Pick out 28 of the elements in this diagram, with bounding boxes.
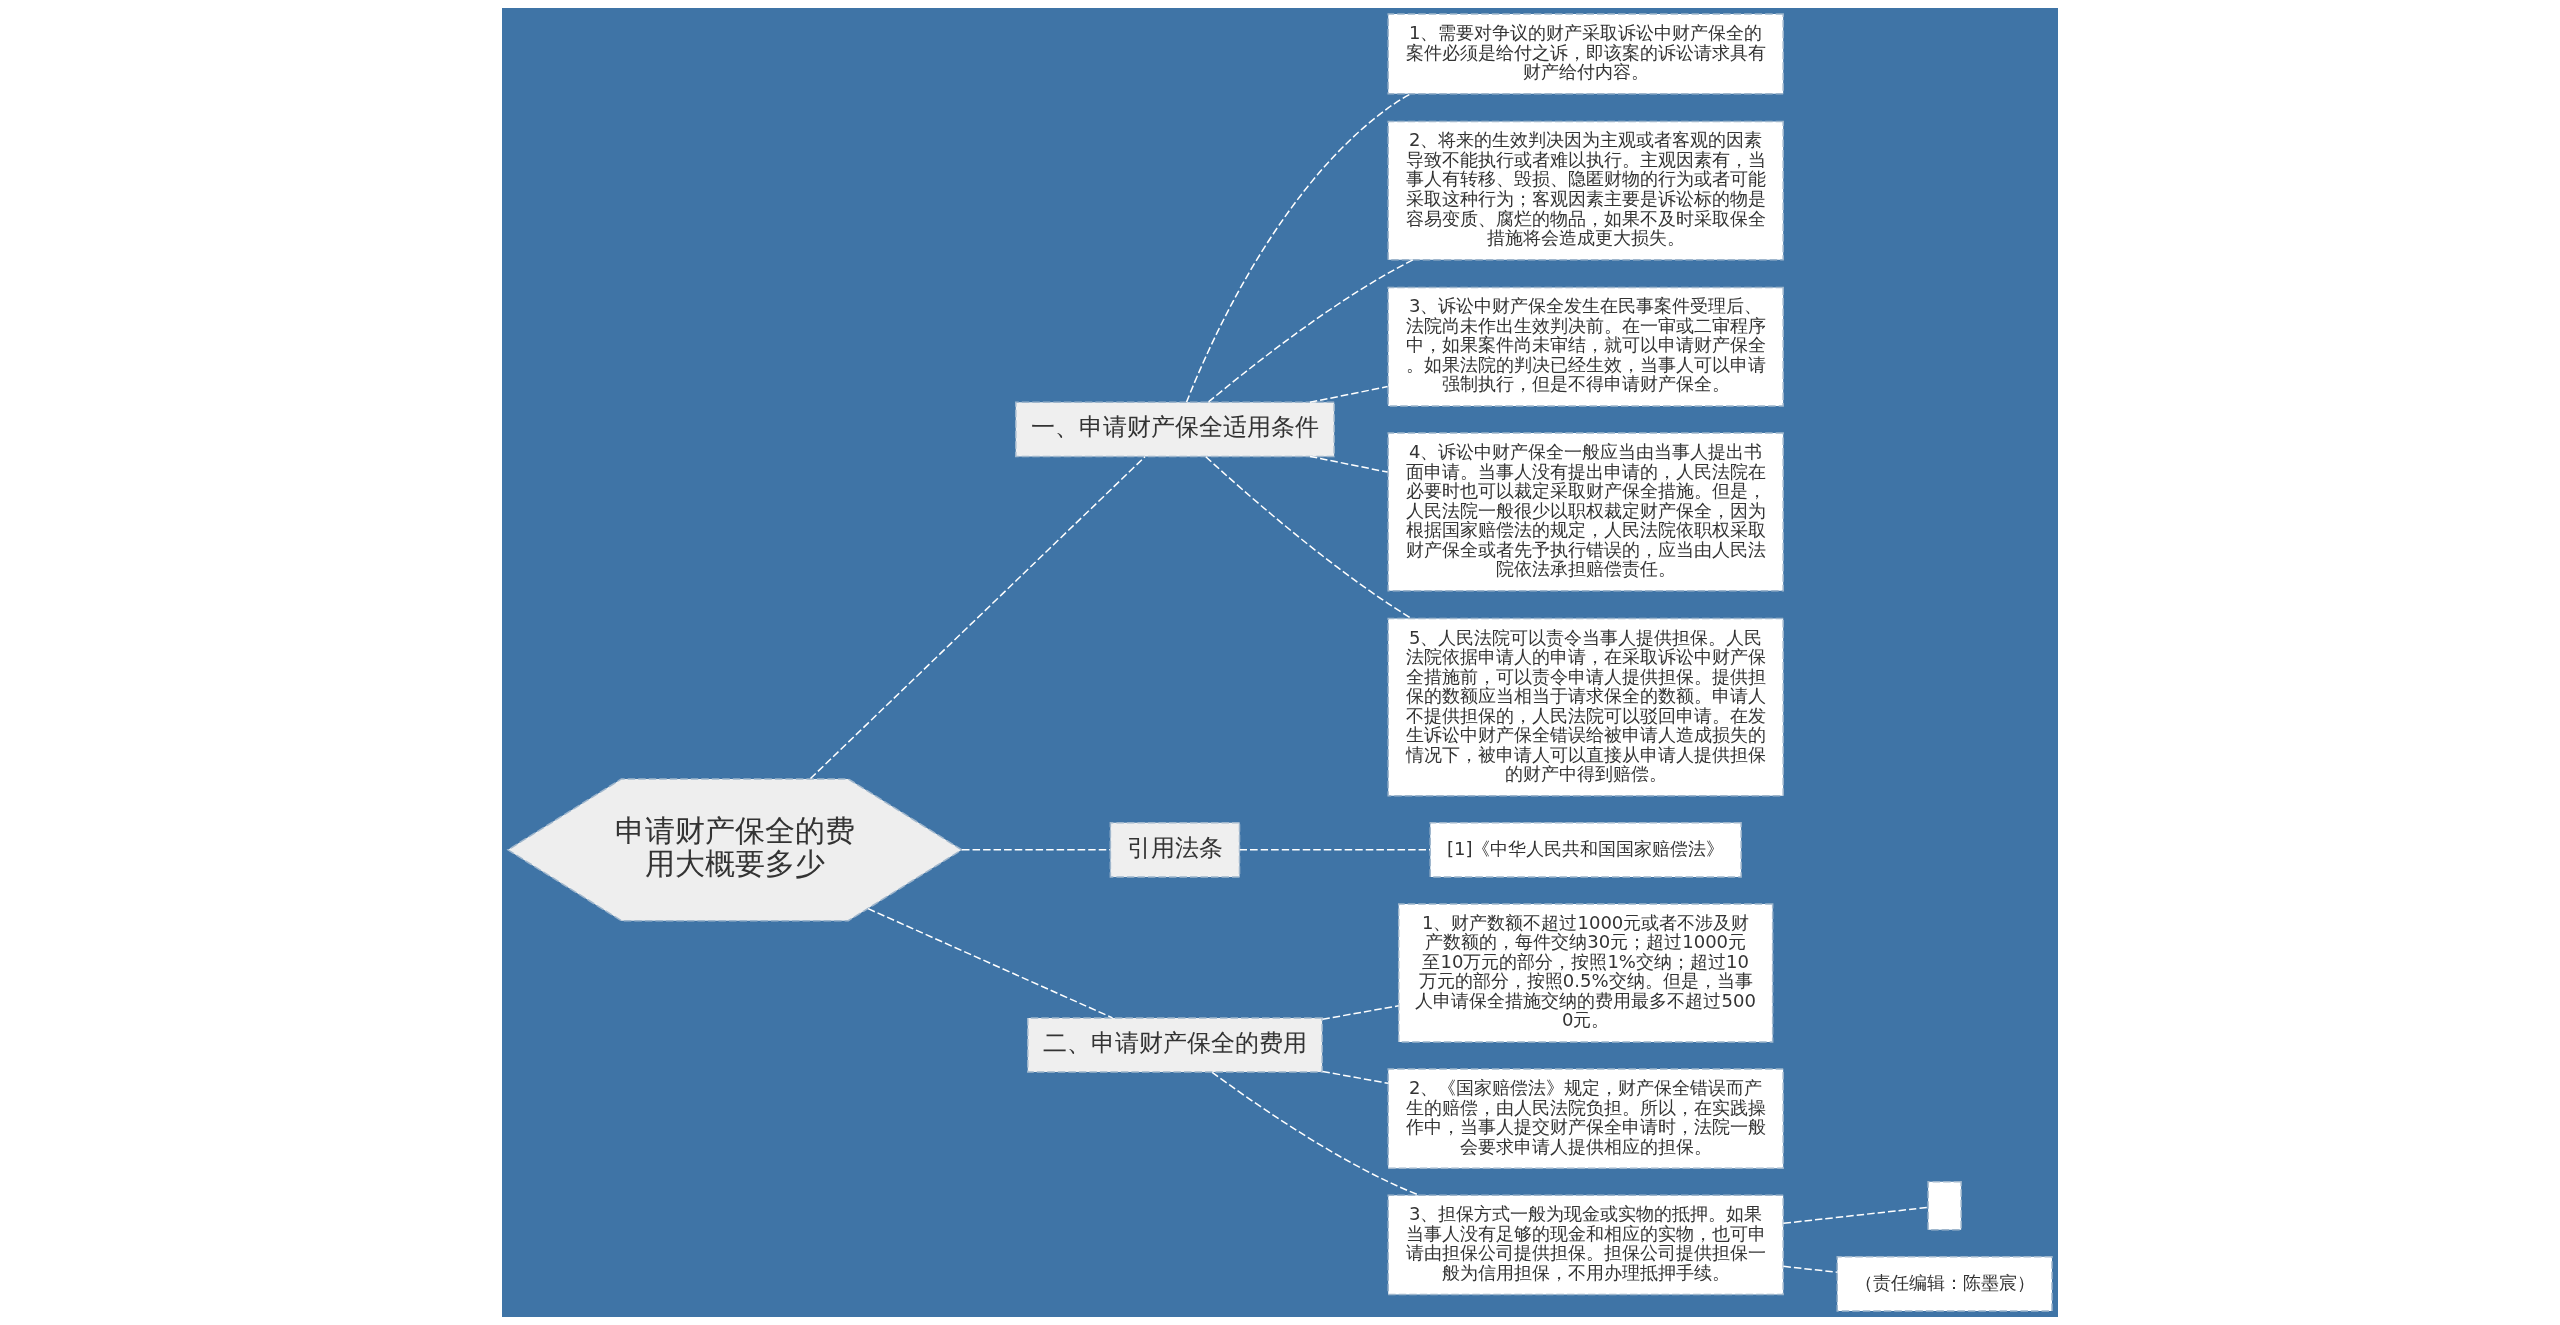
- connector: [1321, 1070, 1389, 1084]
- connector: [1782, 1206, 1929, 1225]
- connector: [1782, 1265, 1838, 1273]
- node-box: 2、《国家赔偿法》规定，财产保全错误而产生的赔偿，由人民法院负担。所以，在实践操作中，当事人提交财产保全申请时，法院一般会要求申请人提供相应的担保。: [1387, 1068, 1784, 1169]
- node-box: 5、人民法院可以责令当事人提供担保。人民法院依据申请人的申请，在采取诉讼中财产保全措施前，可以责令申请人提供担保。提供担保的数额应当相当于请求保全的数额。申请人不提供担保的，人民法院可以驳回申请。在发生诉讼中财产保全错误给被申请人造成损失的情况下，被申请人可以直接从申请人提供担保的财产中得到赔偿。: [1387, 617, 1784, 797]
- node-box: 3、诉讼中财产保全发生在民事案件受理后、法院尚未作出生效判决前。在一审或二审程序中，如果案件尚未审结，就可以申请财产保全。如果法院的判决已经生效，当事人可以申请强制执行，但是不得申请财产保全。: [1387, 286, 1784, 407]
- connector: [1207, 259, 1414, 403]
- node-box: 一、申请财产保全适用条件: [1015, 401, 1335, 458]
- connector: [1309, 385, 1389, 404]
- connector: [1185, 93, 1412, 403]
- node-box: 二、申请财产保全的费用: [1027, 1017, 1323, 1073]
- node-box: 3、担保方式一般为现金或实物的抵押。如果当事人没有足够的现金和相应的实物，也可申请由担保公司提供担保。担保公司提供担保一般为信用担保，不用办理抵押手续。: [1387, 1194, 1784, 1296]
- node-box: 1、需要对争议的财产采取诉讼中财产保全的案件必须是给付之诉，即该案的诉讼请求具有财产给付内容。: [1387, 13, 1784, 95]
- connector: [809, 456, 1146, 780]
- connector: [1321, 1005, 1400, 1020]
- node-box: [1927, 1181, 1962, 1231]
- node-box: 引用法条: [1109, 822, 1241, 878]
- node-box: 2、将来的生效判决因为主观或者客观的因素导致不能执行或者难以执行。主观因素有，当事人有转移、毁损、隐匿财物的行为或者可能采取这种行为；客观因素主要是诉讼标的物是容易变质、腐烂的物品，如果不及时采取保全措施将会造成更大损失。: [1387, 120, 1784, 261]
- connector: [1309, 455, 1389, 473]
- connector: [867, 907, 1114, 1019]
- node-box: 4、诉讼中财产保全一般应当由当事人提出书面申请。当事人没有提出申请的，人民法院在必要时也可以裁定采取财产保全措施。但是，人民法院一般很少以职权裁定财产保全，因为根据国家赔偿法的规定，人民法院依职权采取财产保全或者先予执行错误的，应当由人民法院依法承担赔偿责任。: [1387, 432, 1784, 592]
- connector: [961, 849, 1111, 851]
- connector: [1238, 849, 1431, 851]
- connector: [1211, 1071, 1420, 1196]
- node-box: （责任编辑：陈墨宸）: [1836, 1256, 2053, 1312]
- connector: [1205, 456, 1413, 620]
- node-box: [1]《中华人民共和国国家赔偿法》: [1429, 822, 1742, 878]
- node-box: 1、财产数额不超过1000元或者不涉及财产数额的，每件交纳30元；超过1000元至10万元的部分，按照1%交纳；超过10万元的部分，按照0.5%交纳。但是，当事人申请保全措施交纳的费用最多不超过5000元。: [1397, 903, 1774, 1043]
